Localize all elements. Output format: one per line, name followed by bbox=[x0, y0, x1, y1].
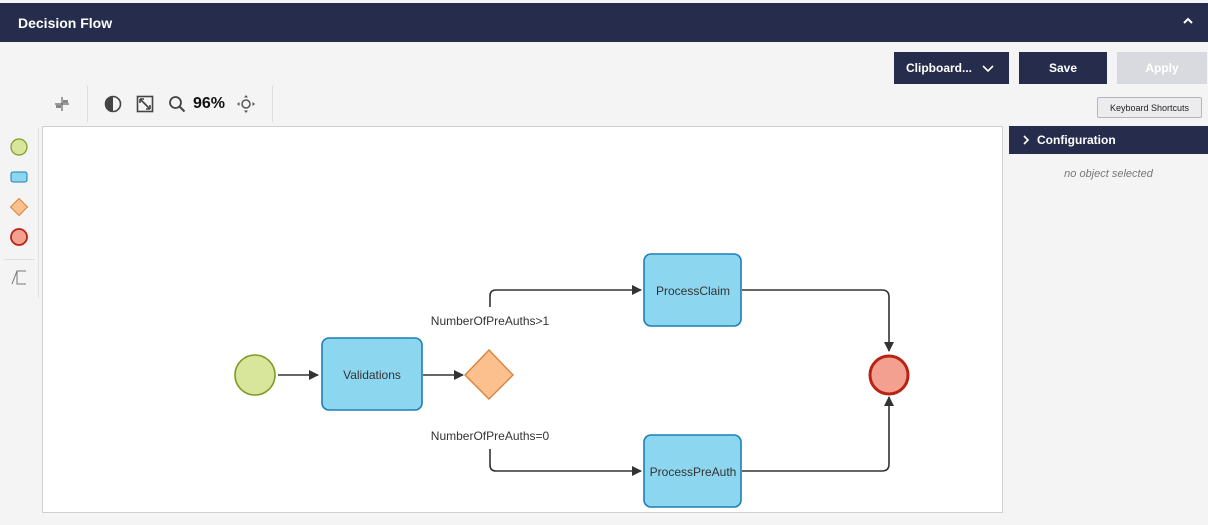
flow-processclaim-to-end[interactable] bbox=[742, 290, 889, 351]
clipboard-label: Clipboard... bbox=[906, 61, 972, 75]
toolbar-divider bbox=[272, 86, 273, 122]
flow-gateway-to-processclaim[interactable] bbox=[490, 290, 641, 307]
task-processclaim[interactable]: ProcessClaim bbox=[644, 254, 741, 326]
task-validations-label: Validations bbox=[343, 368, 401, 382]
task-processclaim-label: ProcessClaim bbox=[656, 284, 730, 298]
connector-icon[interactable] bbox=[9, 267, 29, 292]
chevron-down-icon bbox=[981, 61, 995, 78]
apply-button[interactable]: Apply bbox=[1117, 52, 1207, 84]
diagram-canvas[interactable]: Validations ProcessClaim ProcessPreAuth … bbox=[42, 126, 1003, 513]
task-processpreauth-label: ProcessPreAuth bbox=[650, 465, 737, 479]
edge-label-eq0: NumberOfPreAuths=0 bbox=[431, 429, 550, 443]
chevron-right-icon bbox=[1021, 134, 1031, 149]
empty-selection-text: no object selected bbox=[1009, 168, 1208, 180]
flow-gateway-to-processpreauth[interactable] bbox=[490, 449, 641, 471]
zoom-level[interactable]: 96% bbox=[193, 95, 225, 113]
collapse-chevron-icon[interactable] bbox=[1182, 15, 1194, 30]
pan-icon[interactable] bbox=[236, 94, 256, 114]
page-title: Decision Flow bbox=[18, 15, 112, 31]
end-event[interactable] bbox=[870, 356, 908, 394]
edge-label-gt1: NumberOfPreAuths>1 bbox=[431, 314, 550, 328]
task-validations[interactable]: Validations bbox=[322, 338, 422, 410]
flow-processpreauth-to-end[interactable] bbox=[742, 397, 889, 471]
end-event-icon[interactable] bbox=[9, 227, 29, 252]
shape-palette bbox=[0, 128, 39, 298]
fit-to-screen-icon[interactable] bbox=[135, 94, 155, 114]
palette-divider bbox=[4, 259, 34, 260]
zoom-icon[interactable] bbox=[167, 94, 187, 114]
configuration-panel-header[interactable]: Configuration bbox=[1009, 126, 1208, 154]
align-icon[interactable] bbox=[52, 94, 72, 114]
contrast-icon[interactable] bbox=[103, 94, 123, 114]
start-event-icon[interactable] bbox=[9, 137, 29, 162]
clipboard-dropdown[interactable]: Clipboard... bbox=[894, 52, 1009, 84]
save-button[interactable]: Save bbox=[1019, 52, 1107, 84]
configuration-title: Configuration bbox=[1037, 133, 1116, 147]
exclusive-gateway[interactable] bbox=[465, 350, 513, 399]
start-event[interactable] bbox=[235, 355, 275, 395]
toolbar-divider bbox=[87, 86, 88, 122]
task-processpreauth[interactable]: ProcessPreAuth bbox=[644, 435, 741, 507]
keyboard-shortcuts-button[interactable]: Keyboard Shortcuts bbox=[1097, 97, 1202, 118]
gateway-icon[interactable] bbox=[9, 197, 29, 222]
toolbar: 96% bbox=[42, 86, 272, 122]
task-icon[interactable] bbox=[9, 167, 29, 192]
header-bar: Decision Flow bbox=[0, 3, 1208, 42]
